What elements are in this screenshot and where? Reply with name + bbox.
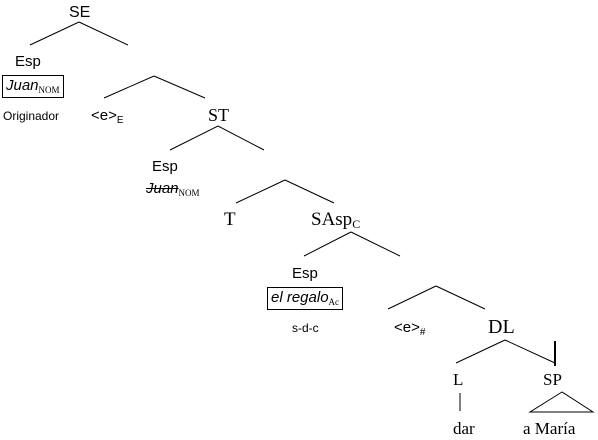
juan-struck: JuanNOM — [146, 181, 200, 198]
node-esp-2: Esp — [152, 158, 178, 175]
node-t: T — [224, 209, 236, 230]
e-1-text: <e> — [91, 107, 117, 124]
node-esp-1: Esp — [15, 53, 41, 70]
branch-st-left — [169, 125, 219, 151]
branch-dl-right — [504, 339, 556, 364]
branch-n1-right — [153, 75, 206, 99]
regalo-boxed: el regaloAc — [267, 287, 344, 310]
node-sp: SP — [543, 370, 562, 389]
branch-sasp-right — [350, 231, 401, 257]
node-sasp: SAspC — [311, 210, 360, 230]
branch-n3-right — [435, 285, 486, 310]
branch-n3-left — [387, 285, 437, 310]
sp-triangle — [528, 391, 595, 413]
branch-n2-left — [235, 179, 286, 204]
branch-dl-left — [455, 339, 506, 364]
originador-label: Originador — [3, 109, 60, 123]
e-1-subscript: E — [116, 115, 124, 126]
branch-se-left — [29, 21, 80, 46]
branch-n1-left — [103, 75, 155, 99]
juan-struck-text: Juan — [146, 180, 179, 197]
juan-struck-subscript: NOM — [178, 188, 200, 198]
regalo-text: el regalo — [271, 289, 329, 306]
node-se: SE — [69, 4, 91, 21]
node-l: L — [453, 370, 464, 389]
branch-se-right — [78, 21, 129, 46]
juan-text: Juan — [6, 77, 39, 94]
leaf-dar: dar — [453, 419, 475, 438]
node-esp-3: Esp — [292, 265, 318, 282]
juan-boxed: JuanNOM — [2, 75, 64, 98]
leaf-a-maria: a María — [523, 419, 576, 438]
node-dl: DL — [488, 316, 515, 338]
branch-sasp-left — [303, 231, 352, 257]
sdc-label: s-d-c — [292, 321, 319, 335]
sasp-subscript: C — [352, 217, 361, 231]
regalo-ac-subscript: Ac — [328, 297, 340, 307]
juan-nom-subscript: NOM — [38, 85, 60, 95]
sasp-text: SAsp — [311, 209, 353, 230]
e-2-text: <e> — [394, 319, 420, 336]
node-e-1: <e>E — [91, 108, 124, 126]
e-2-subscript: # — [419, 327, 426, 338]
branch-n2-right — [284, 179, 335, 204]
branch-st-right — [217, 125, 265, 151]
node-st: ST — [208, 105, 230, 125]
node-e-2: <e># — [394, 320, 425, 338]
